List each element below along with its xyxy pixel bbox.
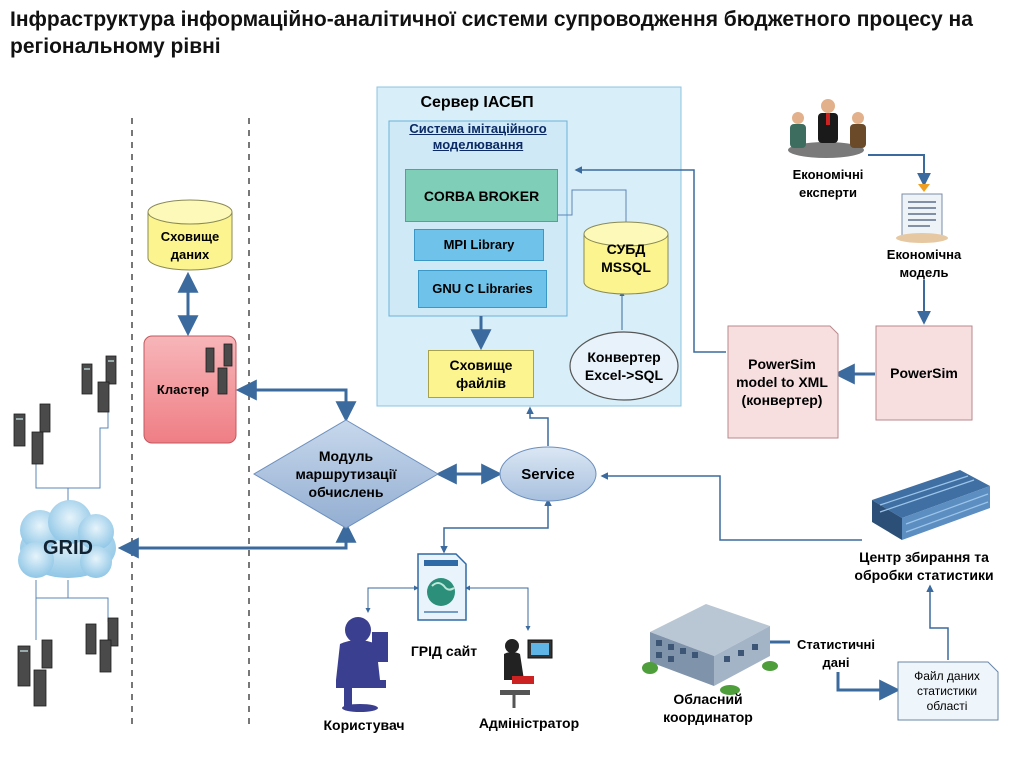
powersim-converter-label: PowerSim model to XML (конвертер) (736, 356, 828, 408)
statistical-data-label: Статистичні дані (790, 636, 882, 672)
routing-diamond (253, 419, 439, 529)
dbms-cylinder (583, 221, 669, 295)
gnu-c-libraries: GNU C Libraries (418, 270, 547, 308)
grid-label[interactable]: GRID (43, 537, 93, 559)
stats-file-label: Файл даних статистики області (914, 668, 980, 713)
converter-ellipse (569, 331, 679, 401)
data-storage-label: Сховище даних (160, 229, 220, 262)
powersim-label: PowerSim (890, 365, 958, 381)
regional-coordinator-label: Обласний координатор (663, 691, 753, 725)
server-title: Сервер ІАСБП (420, 94, 534, 111)
economic-model-label: Економічна модель (886, 247, 962, 280)
stats-file-box (897, 661, 999, 721)
dbms-label: СУБД MSSQL (601, 241, 651, 275)
simulation-system-label: Система імітаційного моделювання (409, 121, 547, 152)
admin-label: Адміністратор (478, 715, 580, 731)
mpi-library: MPI Library (414, 229, 544, 261)
service-ellipse (499, 446, 597, 502)
user-label: Користувач (323, 717, 405, 733)
routing-module-label[interactable]: Модуль маршрутизації обчислень (295, 448, 397, 500)
grid-site-label[interactable]: ГРІД сайт (410, 643, 478, 659)
cluster-label: Кластер (156, 382, 210, 397)
file-storage: Сховище файлів (428, 350, 534, 398)
stats-center-label: Центр збирання та обробки статистики (854, 549, 994, 583)
converter-label: Конвертер Excel->SQL (584, 349, 664, 383)
cloud-icon (18, 500, 116, 578)
experts-label: Економічні експерти (792, 167, 864, 200)
powersim-box (875, 325, 973, 421)
powersim-converter-box (727, 325, 839, 439)
page-title: Інфраструктура інформаційно-аналітичної … (10, 8, 973, 58)
corba-broker: CORBA BROKER (405, 169, 558, 222)
service-label[interactable]: Service (521, 466, 575, 483)
data-storage-cylinder (147, 199, 233, 271)
